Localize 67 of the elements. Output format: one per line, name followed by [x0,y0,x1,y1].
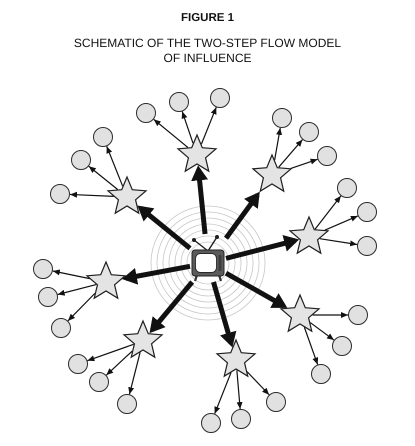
circle-node [337,178,357,198]
arrow [106,146,124,186]
arrow [214,372,232,414]
thick-arrow [224,192,260,240]
circle-node [317,146,337,166]
circle-node [311,364,331,384]
circle-node [357,236,377,256]
star-node [215,338,257,378]
circle-node [38,287,58,307]
arrow [58,284,96,296]
thick-arrow [191,165,208,234]
circle-node [332,336,352,356]
circle-node [266,392,286,412]
arrow [320,238,358,246]
arrow [324,215,358,231]
arrow [128,352,141,394]
star-node [122,319,164,359]
thick-arrow [225,235,300,261]
figure-title: FIGURE 1 [180,11,234,25]
arrow [52,270,90,280]
thick-arrow [122,264,190,285]
circle-node [348,305,368,325]
star-node [176,133,218,173]
arrow [70,192,114,198]
circle-node [231,409,251,429]
thick-arrow [150,280,194,334]
arrow [87,344,134,362]
arrow [68,292,96,322]
circle-node [50,184,70,204]
arrow [314,196,342,230]
arrow [200,107,217,144]
circle-node [33,259,53,279]
arrow [182,111,194,144]
circle-node [93,127,113,147]
arrow [246,371,270,396]
arrow [290,158,318,170]
circle-node [357,202,377,222]
arrow [310,322,334,341]
arrow [304,327,318,365]
television-icon [190,234,226,282]
figure-caption: SCHEMATIC OF THE TWO-STEP FLOW MODEL OF INFLUENCE [72,36,342,66]
star-node [279,293,321,333]
arrow [278,139,303,168]
arrow [106,350,133,376]
thick-arrow [137,206,192,250]
circle-node [89,372,109,392]
arrow [153,118,188,148]
circle-node [210,88,230,108]
circle-node [51,318,71,338]
arrow [88,166,118,190]
circle-node [68,354,88,374]
circle-node [272,108,292,128]
circle-node [201,413,221,433]
thick-arrow [211,281,236,348]
star-node [251,153,293,193]
thick-arrow [224,271,288,308]
star-node [85,260,127,300]
circle-node [136,103,156,123]
circle-node [71,150,91,170]
arrow [274,128,282,160]
circle-node [117,394,137,414]
star-node [106,175,148,215]
star-node [288,215,330,255]
circle-node [169,92,189,112]
arrow [236,370,243,410]
arrow [312,312,348,318]
circle-node [299,122,319,142]
